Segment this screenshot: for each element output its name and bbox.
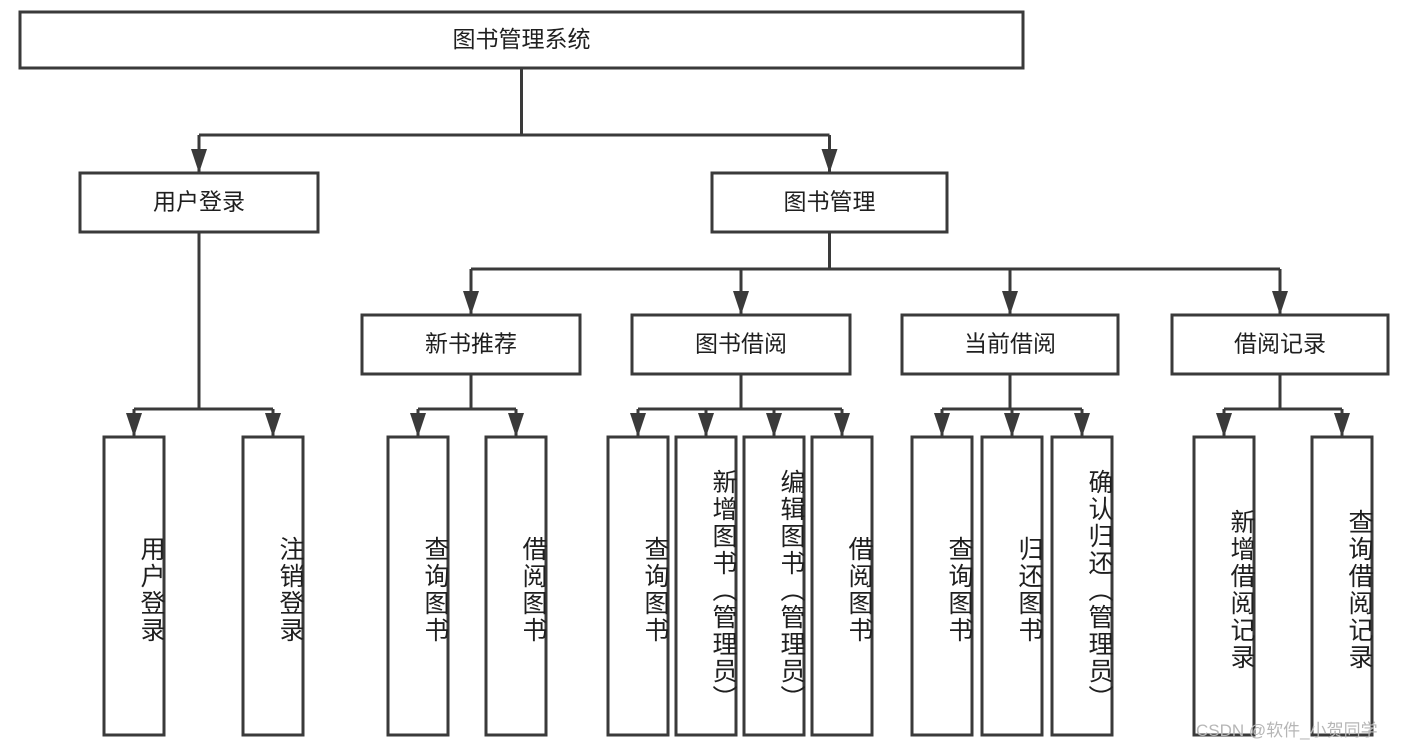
- boxes-layer: [18, 10, 1390, 737]
- login-to-leaves-arrow-0: [126, 413, 142, 437]
- current-to-leaves-arrow-1: [1004, 413, 1020, 437]
- node-level1-box-0[interactable]: [78, 171, 320, 234]
- node-leaf-box-6[interactable]: [742, 435, 806, 737]
- borrow-to-leaves-arrow-1: [698, 413, 714, 437]
- borrow-to-leaves-arrow-3: [834, 413, 850, 437]
- node-leaf-box-5[interactable]: [674, 435, 738, 737]
- node-level1-label-0: 用户登录: [153, 189, 245, 215]
- node-leaf-box-2[interactable]: [386, 435, 450, 737]
- node-leaf-box-3[interactable]: [484, 435, 548, 737]
- borrow-to-leaves-arrow-2: [766, 413, 782, 437]
- node-level1-box-1[interactable]: [710, 171, 949, 234]
- node-leaf-box-0[interactable]: [102, 435, 166, 737]
- node-level2-box-3[interactable]: [1170, 313, 1390, 376]
- node-root-label: 图书管理系统: [453, 26, 591, 52]
- login-to-leaves-arrow-1: [265, 413, 281, 437]
- node-level2-label-0: 新书推荐: [425, 331, 517, 357]
- node-level2-label-3: 借阅记录: [1234, 331, 1326, 357]
- borrow-to-leaves-arrow-0: [630, 413, 646, 437]
- newbook-to-leaves-arrow-0: [410, 413, 426, 437]
- current-to-leaves-arrow-2: [1074, 413, 1090, 437]
- current-to-leaves-arrow-0: [934, 413, 950, 437]
- node-level2-label-2: 当前借阅: [964, 331, 1056, 357]
- node-leaf-box-1[interactable]: [241, 435, 305, 737]
- bookmgmt-to-level2-arrow-1: [733, 291, 749, 315]
- node-root-box[interactable]: [18, 10, 1025, 70]
- newbook-to-leaves-arrow-1: [508, 413, 524, 437]
- node-leaf-box-10[interactable]: [1050, 435, 1114, 737]
- node-leaf-box-9[interactable]: [980, 435, 1044, 737]
- node-leaf-box-4[interactable]: [606, 435, 670, 737]
- node-level2-box-2[interactable]: [900, 313, 1120, 376]
- node-level2-box-0[interactable]: [360, 313, 582, 376]
- node-leaf-box-7[interactable]: [810, 435, 874, 737]
- node-level1-label-1: 图书管理: [784, 189, 876, 215]
- connectors-layer: [126, 68, 1350, 437]
- csdn-watermark: CSDN @软件_小贺同学: [1196, 721, 1378, 740]
- record-to-leaves-arrow-1: [1334, 413, 1350, 437]
- record-to-leaves-arrow-0: [1216, 413, 1232, 437]
- node-leaf-box-8[interactable]: [910, 435, 974, 737]
- root-to-level1-arrow-1: [821, 149, 838, 173]
- root-to-level1-arrow-0: [191, 149, 207, 173]
- node-level2-label-1: 图书借阅: [695, 331, 787, 357]
- node-level2-box-1[interactable]: [630, 313, 852, 376]
- node-leaf-box-12[interactable]: [1310, 435, 1374, 737]
- node-leaf-box-11[interactable]: [1192, 435, 1256, 737]
- bookmgmt-to-level2-arrow-3: [1272, 291, 1288, 315]
- bookmgmt-to-level2-arrow-2: [1002, 291, 1018, 315]
- bookmgmt-to-level2-arrow-0: [463, 291, 479, 315]
